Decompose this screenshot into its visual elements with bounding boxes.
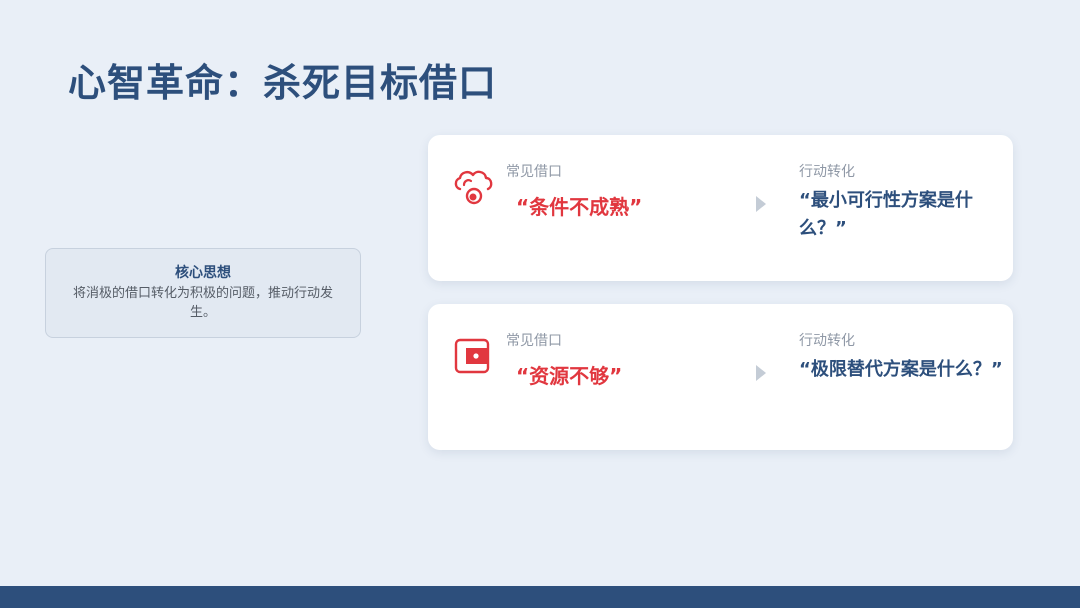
cloud-alert-icon xyxy=(452,165,496,209)
wallet-icon xyxy=(452,334,496,378)
excuse-label: 常见借口 xyxy=(506,164,562,180)
arrow-right-icon xyxy=(755,195,767,213)
excuse-text: “条件不成熟” xyxy=(516,195,643,219)
core-idea-body: 将消极的借口转化为积极的问题，推动行动发生。 xyxy=(72,286,333,320)
action-label: 行动转化 xyxy=(799,164,855,180)
excuse-card-resources: 常见借口 “资源不够” 行动转化 “极限替代方案是什么？” xyxy=(428,304,1013,450)
core-idea-box: 核心思想 将消极的借口转化为积极的问题，推动行动发生。 xyxy=(45,248,361,338)
footer-bar xyxy=(0,586,1080,608)
action-label: 行动转化 xyxy=(799,333,855,349)
action-text: “最小可行性方案是什么？” xyxy=(799,190,973,239)
excuse-card-conditions: 常见借口 “条件不成熟” 行动转化 “最小可行性方案是什么？” xyxy=(428,135,1013,281)
arrow-right-icon xyxy=(755,364,767,382)
page-title: 心智革命：杀死目标借口 xyxy=(68,61,498,105)
excuse-text: “资源不够” xyxy=(516,364,623,388)
excuse-label: 常见借口 xyxy=(506,333,562,349)
action-text: “极限替代方案是什么？” xyxy=(799,359,1003,380)
core-idea-title: 核心思想 xyxy=(175,265,231,281)
